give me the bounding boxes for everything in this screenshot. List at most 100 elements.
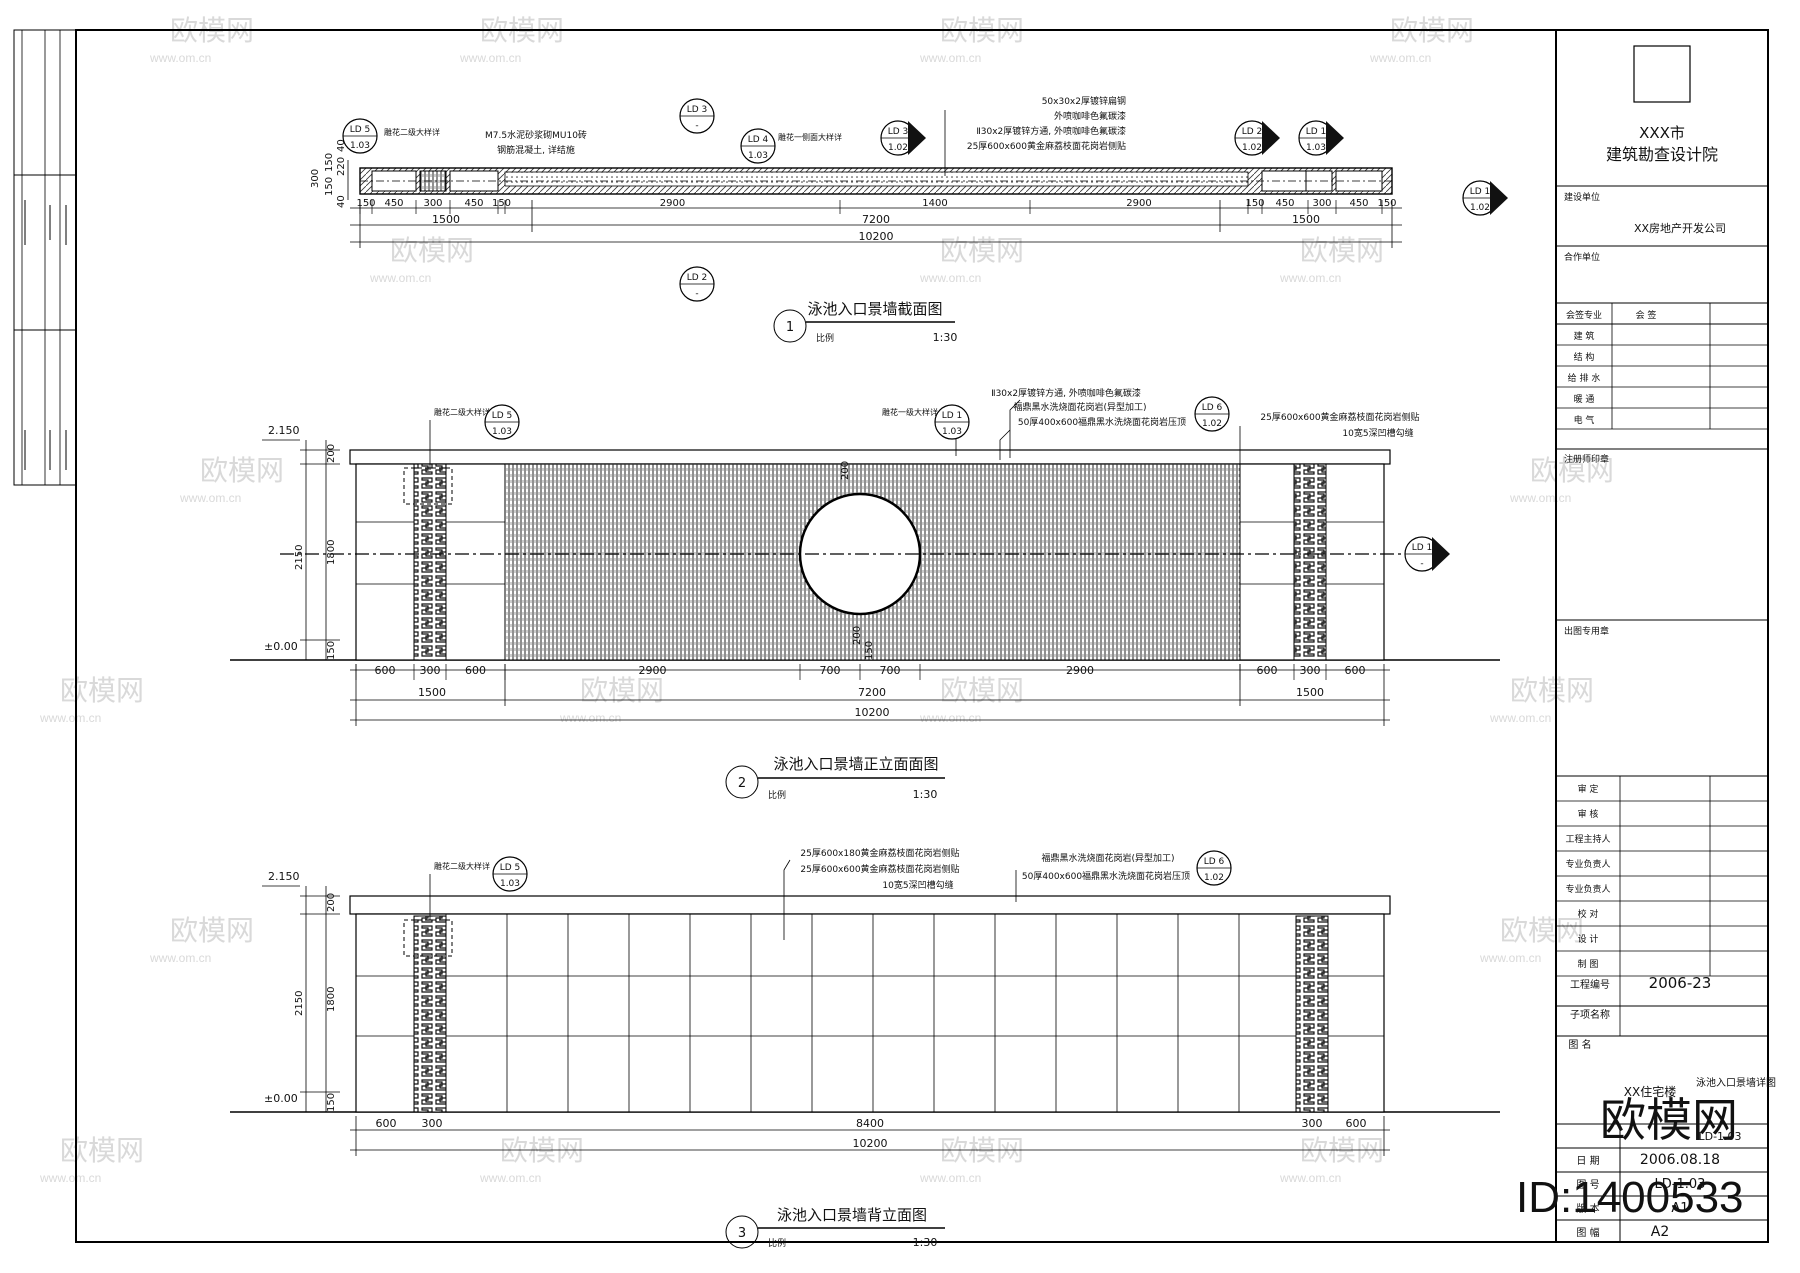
- svg-text:1500: 1500: [418, 686, 446, 699]
- watermark-site-6: www.om.cn: [1279, 271, 1341, 285]
- front-callout-ld5-bottom: 1.03: [492, 427, 512, 437]
- svg-text:8400: 8400: [856, 1117, 884, 1130]
- watermark-site-19: www.om.cn: [479, 1171, 541, 1185]
- svg-text:2150: 2150: [294, 991, 305, 1016]
- watermark-site-13: www.om.cn: [1489, 711, 1551, 725]
- signoff-header-1: 会 签: [1636, 309, 1657, 321]
- watermark-site-14: www.om.cn: [149, 951, 211, 965]
- signoff-grid: 会签专业会 签建 筑结 构给 排 水暖 通电 气: [1556, 303, 1768, 450]
- plan-callout-ld2-arrow: [1262, 121, 1280, 155]
- back-title-number: 3: [738, 1226, 746, 1241]
- watermark-site-0: www.om.cn: [149, 51, 211, 65]
- svg-text:300: 300: [1302, 1117, 1323, 1130]
- front-callout-ld1-side-bottom: -: [1420, 559, 1423, 569]
- front-bottom-dim-9: 600: [1345, 664, 1366, 677]
- plan-callout-ld3-top-top: LD 3: [687, 105, 708, 115]
- plan-title-number: 1: [786, 320, 794, 335]
- plan-top-dim-11: 450: [1349, 198, 1368, 209]
- front-bottom-dim-1: 300: [420, 664, 441, 677]
- svg-text:40: 40: [336, 139, 347, 152]
- subproject-label: 子项名称: [1570, 1008, 1610, 1021]
- reg-stamp-label: 注册师印章: [1564, 453, 1609, 465]
- plan-callout-ld3-top-bottom: -: [695, 121, 698, 131]
- svg-text:1800: 1800: [326, 540, 337, 565]
- front-elevation-view: 2.150 ±0.00 200 2150 1800 150 200 200 15…: [230, 387, 1500, 801]
- watermark-brand-6: 欧模网: [1300, 235, 1384, 266]
- watermark-site-9: www.om.cn: [1509, 491, 1571, 505]
- watermark-site-11: www.om.cn: [559, 711, 621, 725]
- signoff-header-0: 会签专业: [1566, 309, 1602, 321]
- sheet-no: LD-1.03: [1655, 1177, 1706, 1192]
- plan-top-dim-0: 150: [356, 198, 375, 209]
- front-bottom-dim-2: 600: [465, 664, 486, 677]
- watermark-site-7: www.om.cn: [179, 491, 241, 505]
- plan-callout-ld2-bottom-top: LD 2: [687, 273, 708, 283]
- logo-box: [1633, 45, 1691, 103]
- watermark-site-5: www.om.cn: [919, 271, 981, 285]
- plan-total-dim: 10200: [859, 230, 894, 243]
- approval-row-7: 制 图: [1578, 958, 1599, 970]
- plan-callout-ld1-arrow: [1326, 121, 1344, 155]
- partner-label: 合作单位: [1564, 251, 1600, 263]
- watermark-site-20: www.om.cn: [919, 1171, 981, 1185]
- back-note-2: 25厚600x600黄金麻荔枝面花岗岩侧贴: [800, 863, 959, 875]
- front-note-1: Ⅱ30x2厚镀锌方通, 外喷咖啡色氟碳漆: [991, 387, 1141, 399]
- plan-note-brick: M7.5水泥砂浆砌MU10砖: [485, 129, 587, 141]
- signoff-row-3: 暖 通: [1574, 393, 1595, 405]
- back-stone-grid: [356, 914, 1384, 1112]
- svg-text:150: 150: [324, 153, 335, 172]
- plan-callout-ld4-bottom: 1.03: [748, 151, 768, 161]
- approval-row-5: 校 对: [1578, 908, 1599, 920]
- plan-mid-dim-1: 1500: [432, 213, 460, 226]
- plan-note-1: 50x30x2厚镀锌扁钢: [1042, 95, 1126, 107]
- watermark-site-18: www.om.cn: [39, 1171, 101, 1185]
- back-elevation-view: 2.150 ±0.00 200 2150 1800 150 600 300 84…: [230, 847, 1500, 1249]
- plan-top-dim-6: 1400: [922, 198, 947, 209]
- plan-callout-ld3-bottom: 1.02: [888, 143, 908, 153]
- front-scale-label: 比例: [768, 789, 786, 801]
- signoff-row-2: 给 排 水: [1568, 372, 1601, 384]
- plan-top-dim-12: 150: [1377, 198, 1396, 209]
- watermark-brand-17: 欧模网: [1500, 915, 1584, 946]
- back-note-3: 10宽5深凹槽勾缝: [882, 879, 953, 891]
- front-elev-top: 2.150: [268, 424, 300, 437]
- watermark-site-12: www.om.cn: [919, 711, 981, 725]
- front-note-2: 福鼎黑水洗烧面花岗岩(异型加工): [1013, 401, 1146, 413]
- plan-callout-ld1-bottom: 1.03: [1306, 143, 1326, 153]
- watermark-site-3: www.om.cn: [1369, 51, 1431, 65]
- front-bottom-dim-5: 700: [880, 664, 901, 677]
- date-label: 日 期: [1576, 1155, 1599, 1167]
- back-elev-zero: ±0.00: [264, 1092, 298, 1105]
- svg-text:220: 220: [336, 157, 347, 176]
- front-callout-ld6-top: LD 6: [1202, 403, 1223, 413]
- plan-note-3: Ⅱ30x2厚镀锌方通, 外喷咖啡色氟碳漆: [976, 125, 1126, 137]
- plan-top-dim-1: 450: [384, 198, 403, 209]
- watermark-site-17: www.om.cn: [1479, 951, 1541, 965]
- plan-note-2: 外喷咖啡色氟碳漆: [1054, 110, 1126, 122]
- approval-row-0: 审 定: [1578, 783, 1599, 795]
- plan-callout-ld2-bottom: 1.02: [1242, 143, 1262, 153]
- plan-mid-dim-2: 7200: [862, 213, 890, 226]
- title-block: XXX市 建筑勘查设计院 建设单位 XX房地产开发公司 合作单位 会签专业会 签…: [1555, 29, 1776, 1243]
- front-title: 泳池入口景墙正立面面图: [773, 755, 938, 773]
- front-bottom-dim-3: 2900: [639, 664, 667, 677]
- svg-text:150: 150: [326, 1093, 337, 1112]
- front-title-number: 2: [738, 776, 746, 791]
- svg-text:200: 200: [840, 461, 851, 480]
- plan-top-dim-5: 2900: [660, 198, 685, 209]
- watermark-brand-20: 欧模网: [940, 1135, 1024, 1166]
- front-bottom-dim-6: 2900: [1066, 664, 1094, 677]
- back-elev-top: 2.150: [268, 870, 300, 883]
- back-title: 泳池入口景墙背立面图: [777, 1206, 927, 1224]
- svg-text:600: 600: [376, 1117, 397, 1130]
- front-callout-ld5-top: LD 5: [492, 411, 513, 421]
- plan-callout-ld1-top: LD 1: [1306, 127, 1327, 137]
- signoff-row-1: 结 构: [1574, 351, 1595, 363]
- front-callout-ld1-bottom: 1.03: [942, 427, 962, 437]
- approval-row-3: 专业负责人: [1565, 858, 1610, 870]
- svg-text:200: 200: [326, 444, 337, 463]
- watermark-site-10: www.om.cn: [39, 711, 101, 725]
- front-bottom-dim-0: 600: [375, 664, 396, 677]
